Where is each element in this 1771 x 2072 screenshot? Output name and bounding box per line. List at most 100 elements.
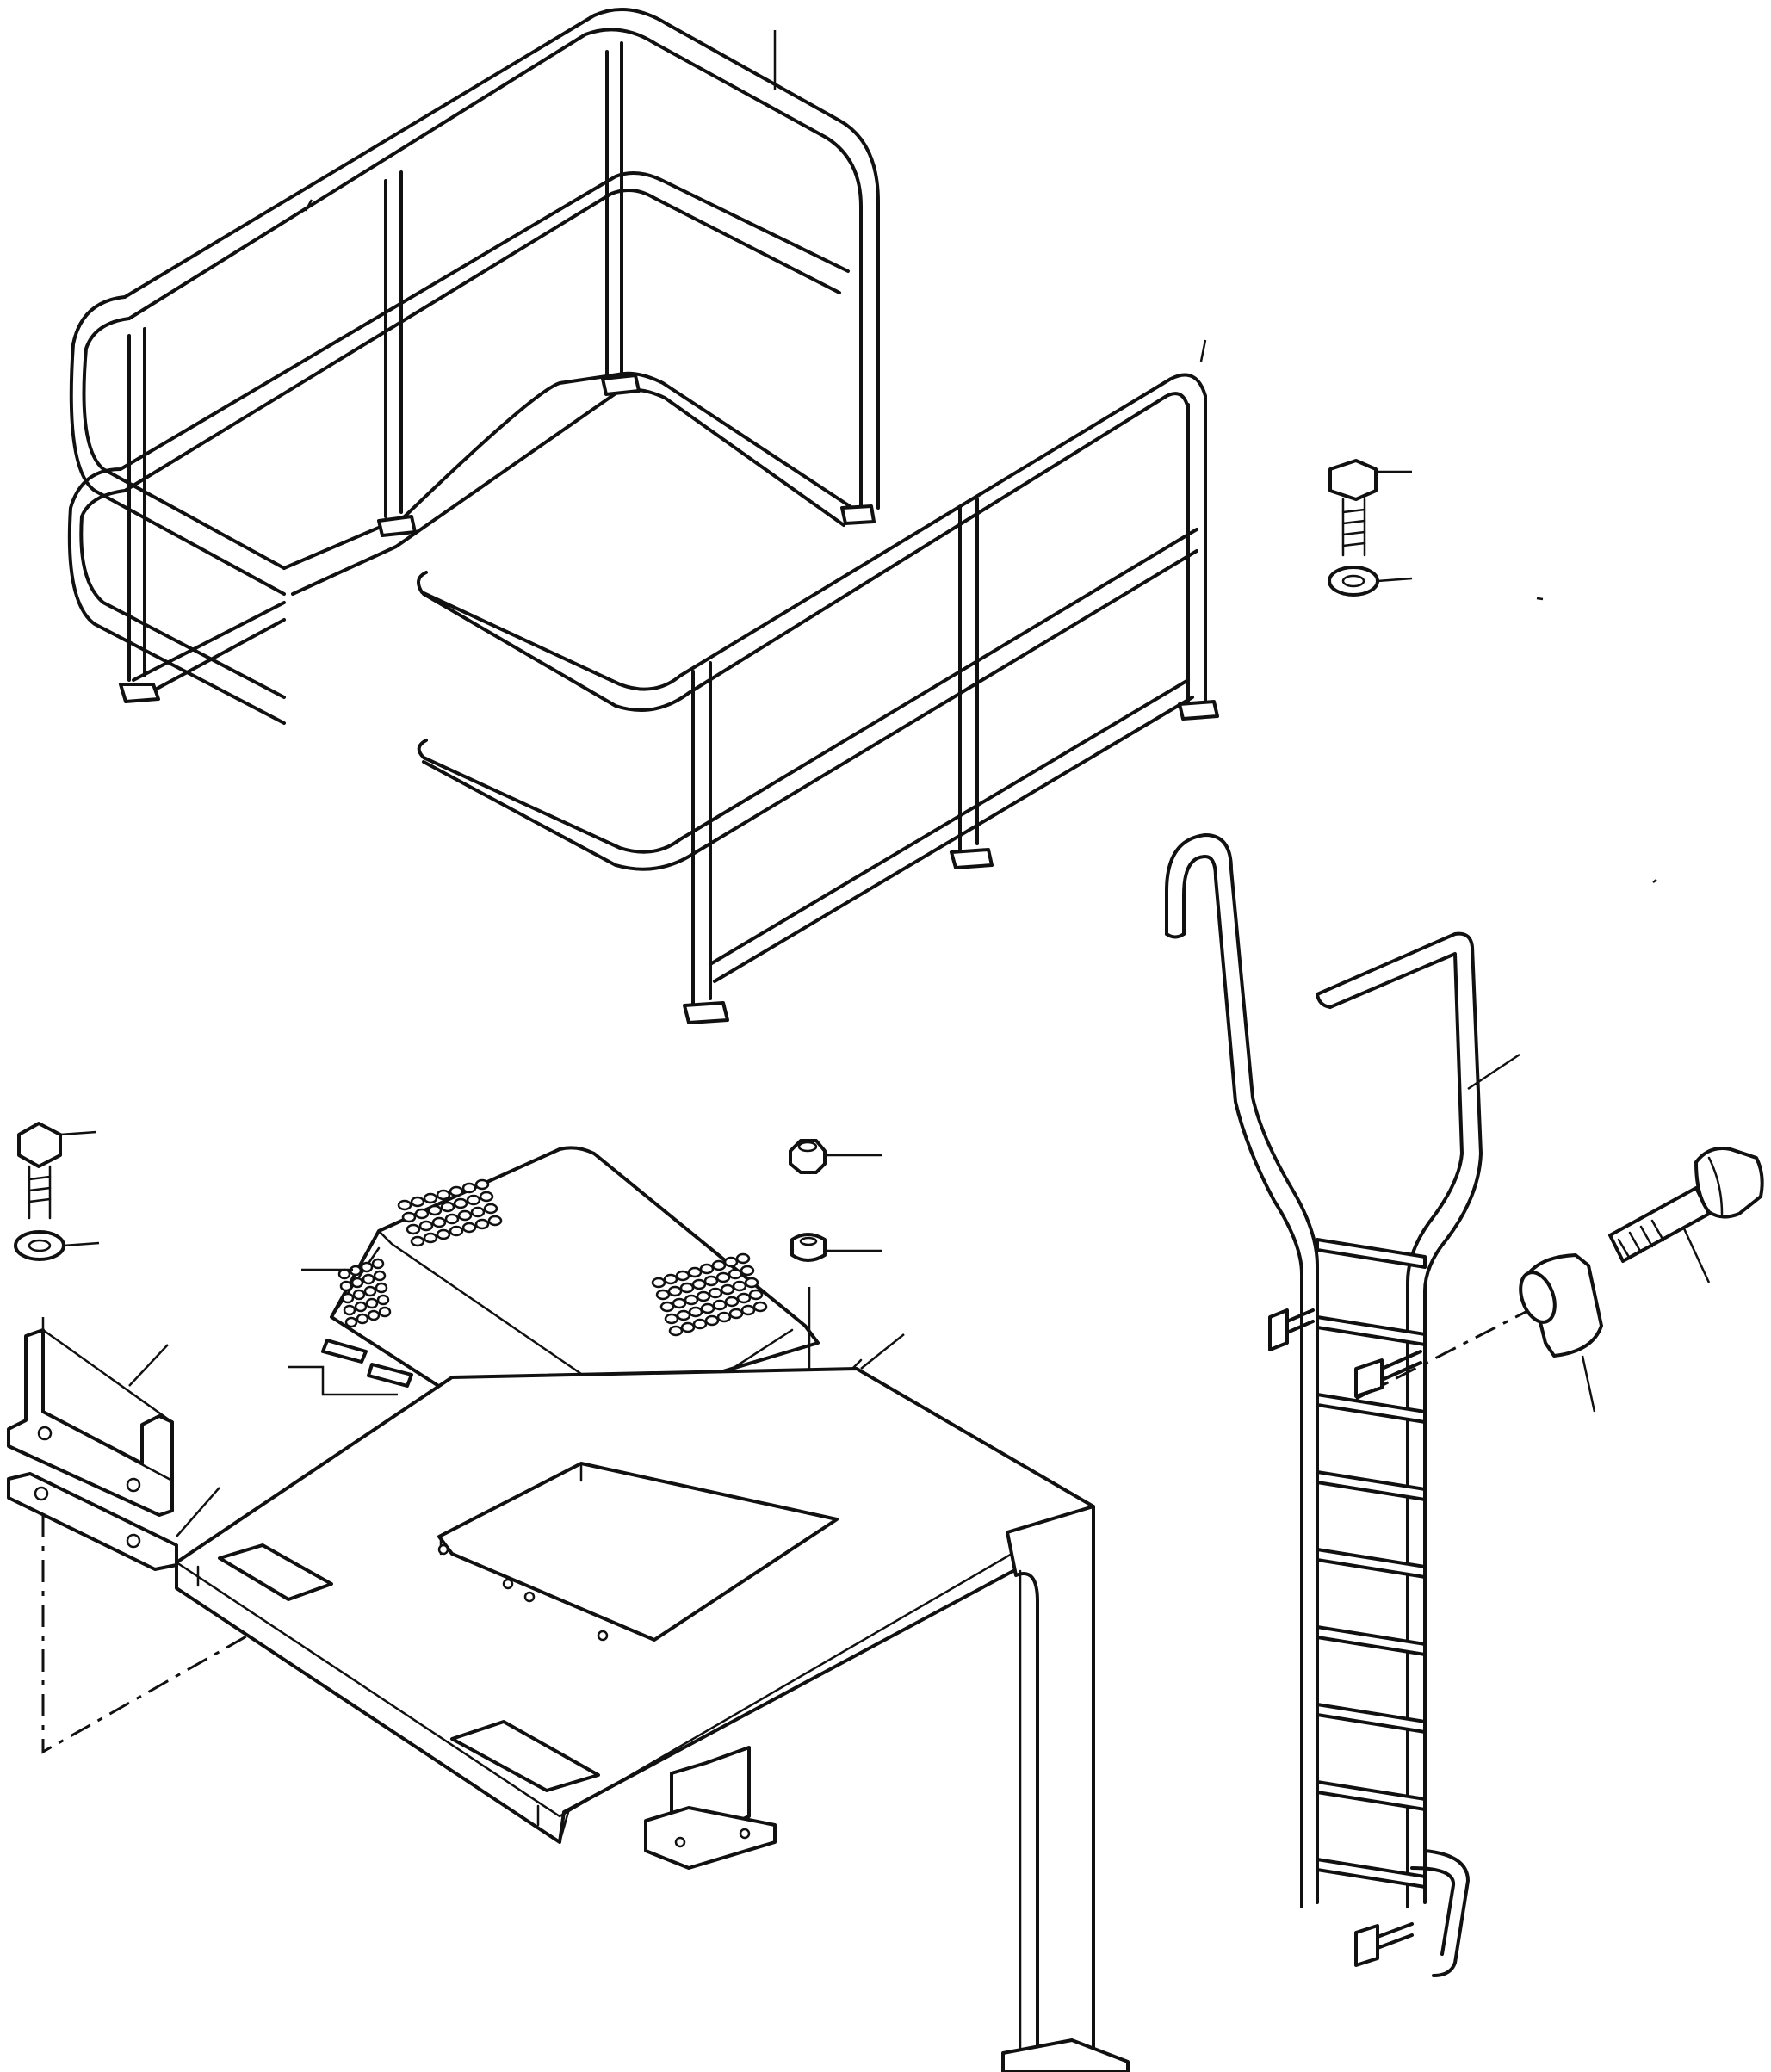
ladder-rung (1316, 1703, 1427, 1734)
cover-hole (453, 1197, 468, 1209)
cover-hole (378, 1306, 392, 1318)
cover-hole (720, 1283, 735, 1296)
guard-rail-right (417, 339, 1219, 1024)
cover-hole (700, 1302, 715, 1314)
cover-hole (696, 1290, 711, 1302)
cover-hole (436, 1189, 451, 1201)
cover-hole (410, 1196, 425, 1208)
cover-hole (748, 1289, 764, 1301)
cover-hole (724, 1296, 740, 1308)
cover-hole (470, 1206, 486, 1218)
bolt-left (17, 1122, 97, 1220)
cover-hole (341, 1292, 355, 1304)
ladder-bolt (1608, 1147, 1764, 1283)
cover-hole (663, 1273, 678, 1285)
cover-hole (752, 1301, 768, 1313)
ladder-rung (1316, 1625, 1427, 1656)
cover-hole (659, 1301, 675, 1313)
cover-hole (362, 1273, 375, 1285)
ladder-rung (1316, 1780, 1427, 1811)
assembly-line-ladder (1355, 1307, 1533, 1401)
cover-hole (406, 1223, 421, 1235)
mark-1 (1536, 597, 1544, 601)
leader-top-left (304, 199, 313, 212)
cover-hole (373, 1270, 387, 1282)
cover-hole (371, 1258, 385, 1270)
cover-hole (367, 1309, 381, 1321)
platform-stand (175, 1333, 1130, 2072)
cover-hole (728, 1268, 743, 1280)
ladder-rung (1316, 1238, 1427, 1269)
cover-hole (444, 1213, 460, 1225)
cover-hole (431, 1216, 447, 1228)
cover-hole (712, 1299, 728, 1311)
cover-hole (711, 1259, 727, 1271)
cover-hole (691, 1278, 707, 1290)
cover-hole (664, 1313, 679, 1325)
cover-hole (449, 1225, 464, 1237)
cover-hole (684, 1294, 699, 1306)
mark-2 (1652, 879, 1657, 883)
cover-hole (356, 1313, 369, 1325)
cover-hole (675, 1270, 690, 1282)
ladder-rung (1316, 1548, 1427, 1579)
cover-hole (716, 1311, 732, 1323)
ladder (1165, 833, 1520, 1977)
cover-hole (687, 1266, 703, 1278)
ladder-rung (1316, 1470, 1427, 1501)
bracket (7, 1317, 174, 1517)
cover-hole (423, 1232, 438, 1244)
cover-hole (740, 1265, 755, 1277)
cover-hole (680, 1321, 696, 1333)
cover-holes-right (651, 1252, 768, 1337)
cover-holes-left (337, 1258, 392, 1328)
cover-hole (676, 1309, 691, 1321)
guard-rail-left (67, 7, 880, 725)
nut (789, 1139, 882, 1174)
cover-hole (343, 1304, 356, 1316)
cover-hole (397, 1199, 412, 1211)
cover-hole (363, 1285, 377, 1297)
cover-hole (375, 1282, 388, 1294)
cover-hole (474, 1178, 490, 1191)
cover-hole (487, 1215, 503, 1227)
cover-hole (740, 1304, 756, 1316)
cover-hole (703, 1275, 719, 1287)
cover-hole (699, 1263, 715, 1275)
bolt-upper-right (1328, 459, 1412, 557)
cover-hole (376, 1294, 390, 1306)
cover-hole (655, 1289, 671, 1301)
cover-hole (728, 1308, 744, 1320)
cover-hole (715, 1271, 731, 1283)
cover-hole (483, 1203, 498, 1215)
cover-hole (449, 1185, 464, 1197)
cover-hole (457, 1209, 473, 1222)
cover-hole (688, 1306, 703, 1318)
cover-hole (732, 1280, 747, 1292)
cover-hole (354, 1301, 368, 1313)
cover-hole (360, 1261, 374, 1273)
collar (1519, 1253, 1603, 1413)
cover-hole (735, 1252, 751, 1265)
cover-hole (418, 1220, 434, 1232)
cover-hole (440, 1201, 455, 1213)
cover-hole (427, 1204, 443, 1216)
cover-hole (414, 1208, 430, 1220)
cover-hole (461, 1182, 477, 1194)
cover-hole (436, 1228, 451, 1240)
cover-holes-upper (397, 1178, 503, 1247)
cover-hole (350, 1277, 364, 1289)
lock-washer-left (14, 1230, 100, 1261)
washer (790, 1233, 882, 1262)
cover-hole (365, 1297, 379, 1309)
cover-hole (344, 1316, 358, 1328)
cover-hole (651, 1277, 666, 1289)
cover-hole (708, 1287, 723, 1299)
ladder-rungs (1316, 1238, 1427, 1889)
lock-washer-upper-right (1328, 566, 1413, 597)
cover-hole (474, 1218, 490, 1230)
cover-hole (667, 1285, 683, 1297)
cover-hole (466, 1194, 481, 1206)
cover-hole (479, 1191, 494, 1203)
